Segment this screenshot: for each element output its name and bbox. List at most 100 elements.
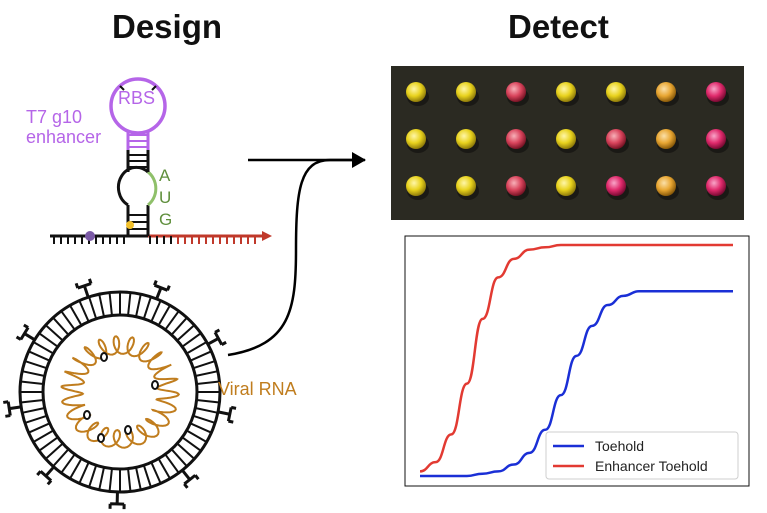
connector-curve	[227, 158, 365, 357]
capsid-spoke	[20, 380, 44, 385]
series-line-toehold	[419, 289, 733, 478]
stem-upper-rungs	[128, 154, 148, 168]
capsid-spoke	[108, 468, 113, 492]
capsid-spoke	[78, 461, 90, 484]
spike-protein	[36, 465, 55, 486]
bulge-loop	[116, 165, 150, 207]
well-yellow	[556, 176, 576, 196]
rbs-mark-left	[119, 85, 125, 91]
well-orange	[656, 129, 676, 149]
well-yellow	[606, 82, 626, 102]
connector-arrow-head	[352, 152, 366, 168]
capsid-spoke	[98, 293, 105, 317]
capsid-spoke	[52, 317, 70, 336]
rna-binding-markers	[83, 352, 159, 443]
mrna-right-ticks	[177, 236, 256, 244]
capsid-spoke	[108, 292, 113, 316]
well-yellow	[456, 129, 476, 149]
capsid-spoke	[69, 458, 83, 480]
design-heading: Design	[112, 8, 223, 45]
capsid-spoke	[186, 429, 208, 443]
capsid-spoke	[181, 332, 202, 348]
capsid-spoke	[176, 442, 195, 460]
spike-protein	[207, 328, 227, 346]
capsid-spoke	[192, 414, 216, 424]
capsid-spoke	[196, 399, 220, 404]
well-orange	[656, 82, 676, 102]
spike-protein	[181, 469, 200, 489]
well-plate-photo	[391, 66, 744, 220]
capsid-spoke	[88, 296, 98, 320]
well-pink	[606, 176, 626, 196]
capsid-spoke	[195, 370, 219, 377]
codon-g: G	[159, 210, 172, 229]
legend-label-enhancer-toehold: Enhancer Toehold	[595, 458, 708, 474]
capsid-spoke	[135, 467, 142, 491]
capsid-spoke	[142, 464, 152, 488]
capsid-spoke	[38, 436, 59, 452]
capsid-spoke	[150, 300, 162, 323]
virus-spike-proteins	[3, 278, 237, 510]
well-red	[506, 176, 526, 196]
spike-protein	[108, 491, 126, 510]
capsid-spoke	[69, 304, 83, 326]
capsid-spoke	[195, 407, 219, 414]
viral-rna-coil	[60, 335, 181, 449]
well-red	[506, 129, 526, 149]
capsid-spoke	[189, 422, 212, 434]
toehold-switch-diagram: RBS T7 g10 enhancer A U G	[26, 77, 272, 244]
well-yellow	[406, 129, 426, 149]
mrna-arrow-head	[262, 231, 272, 241]
capsid-spoke	[98, 467, 105, 491]
capsid-spoke	[32, 429, 54, 443]
well-orange	[656, 176, 676, 196]
capsid-spoke	[135, 293, 142, 317]
well-pink	[706, 176, 726, 196]
virus-capsid-spokes	[20, 292, 220, 492]
legend-label-toehold: Toehold	[595, 438, 644, 454]
rbs-mark-right	[151, 85, 157, 91]
capsid-spoke	[170, 317, 188, 336]
capsid-spoke	[45, 324, 64, 342]
series-line-enhancer-toehold	[419, 243, 733, 473]
capsid-spoke	[186, 341, 208, 355]
capsid-spoke	[45, 442, 64, 460]
well-yellow	[406, 82, 426, 102]
capsid-spoke	[181, 436, 202, 452]
spike-protein	[74, 278, 93, 298]
well-red	[506, 82, 526, 102]
virus-diagram: Viral RNA	[3, 278, 297, 510]
enhancer-stem-rungs	[128, 134, 148, 148]
well-pink	[706, 129, 726, 149]
well-yellow	[456, 176, 476, 196]
spike-protein	[217, 405, 237, 424]
well-yellow	[406, 176, 426, 196]
capsid-spoke	[28, 422, 51, 434]
spike-protein	[3, 400, 22, 418]
rbs-label: RBS	[118, 88, 155, 108]
well-pink	[706, 82, 726, 102]
well-yellow	[556, 129, 576, 149]
capsid-spoke	[28, 350, 51, 362]
well-yellow	[456, 82, 476, 102]
capsid-spoke	[60, 453, 76, 474]
spike-protein	[153, 280, 171, 300]
rbs-loop	[109, 77, 167, 135]
capsid-spoke	[127, 292, 132, 316]
capsid-spoke	[52, 448, 70, 467]
enhancer-label-line2: enhancer	[26, 127, 101, 147]
enhancer-label-line1: T7 g10	[26, 107, 82, 127]
capsid-spoke	[164, 453, 180, 474]
legend-box	[545, 431, 739, 480]
capsid-spoke	[164, 310, 180, 331]
capsid-spoke	[170, 448, 188, 467]
capsid-spoke	[38, 332, 59, 348]
viral-rna-label: Viral RNA	[218, 379, 297, 399]
detect-heading: Detect	[508, 8, 609, 45]
kinetics-chart: Toehold Enhancer Toehold	[404, 235, 750, 487]
binding-site-dot	[85, 231, 95, 241]
capsid-spoke	[88, 464, 98, 488]
capsid-spoke	[24, 360, 48, 370]
well-yellow	[556, 82, 576, 102]
